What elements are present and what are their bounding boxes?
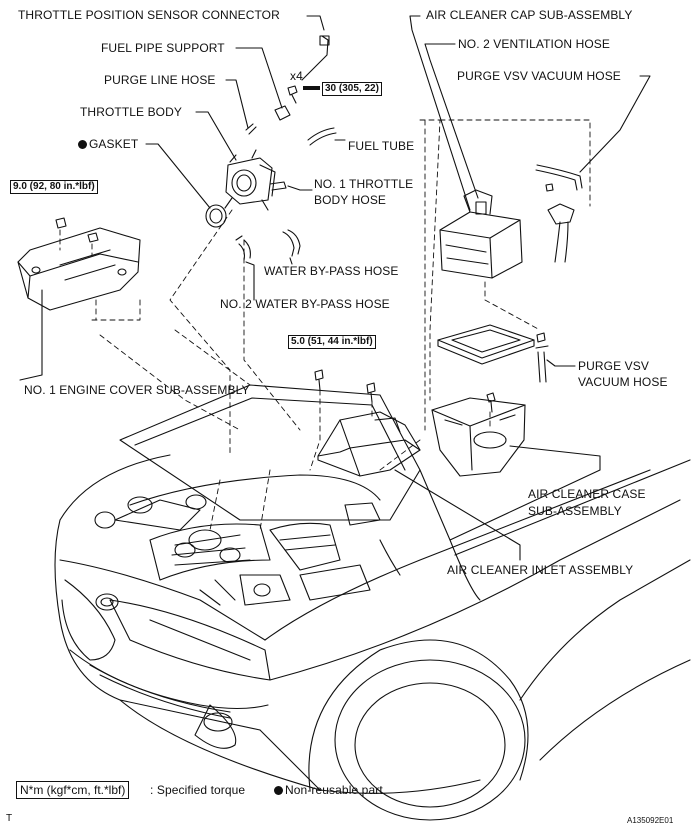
figure-id: A135092E01 [627,816,674,825]
label-fuel-tube: FUEL TUBE [348,139,415,153]
label-fuel-pipe-support: FUEL PIPE SUPPORT [101,41,225,55]
vehicle-illustration [54,384,691,821]
legend-nonreusable: Non-reusable part [274,783,383,797]
label-air-cleaner-inlet: AIR CLEANER INLET ASSEMBLY [447,563,634,577]
label-throttle-body-hose-1: NO. 1 THROTTLE [314,177,414,191]
label-air-cleaner-case-1: AIR CLEANER CASE [528,487,646,501]
leader-lines [19,15,651,561]
footer-mark: T [6,813,13,824]
label-no2-water-bypass-hose: NO. 2 WATER BY-PASS HOSE [220,297,390,311]
label-purge-vsv-2: VACUUM HOSE [578,375,668,389]
engine-cover-part [17,217,141,311]
label-purge-vsv-1: PURGE VSV [578,359,649,373]
label-tps-connector: THROTTLE POSITION SENSOR CONNECTOR [18,8,280,22]
legend-torque-text: : Specified torque [150,783,246,797]
legend-nonreusable-text: Non-reusable part [285,783,383,797]
dashed-guide-lines [59,119,591,531]
label-throttle-body: THROTTLE BODY [80,105,182,119]
air-cleaner-parts [314,164,583,477]
label-air-cleaner-cap: AIR CLEANER CAP SUB-ASSEMBLY [426,8,633,22]
qty-arrow [303,86,320,90]
torque-cover-nuts: 9.0 (92, 80 in.*lbf) [10,180,98,194]
label-water-bypass-hose: WATER BY-PASS HOSE [264,264,399,278]
label-gasket-text: GASKET [89,137,139,151]
legend-torque-box: N*m (kgf*cm, ft.*lbf) [16,781,130,799]
torque-throttle-bolts: 30 (305, 22) [322,82,382,96]
nonreusable-dot-icon [78,140,87,149]
label-purge-line-hose: PURGE LINE HOSE [104,73,216,87]
throttle-body-parts [205,35,337,261]
label-engine-cover: NO. 1 ENGINE COVER SUB-ASSEMBLY [24,383,250,397]
nonreusable-dot-icon [274,786,283,795]
torque-inlet-bolts: 5.0 (51, 44 in.*lbf) [288,335,376,349]
label-gasket: GASKET [78,137,138,151]
label-qty: x4 [290,69,303,83]
label-throttle-body-hose-2: BODY HOSE [314,193,387,207]
label-no2-ventilation-hose: NO. 2 VENTILATION HOSE [458,37,611,51]
label-purge-vsv-vacuum-hose-top: PURGE VSV VACUUM HOSE [457,69,621,83]
label-air-cleaner-case-2: SUB-ASSEMBLY [528,504,622,518]
